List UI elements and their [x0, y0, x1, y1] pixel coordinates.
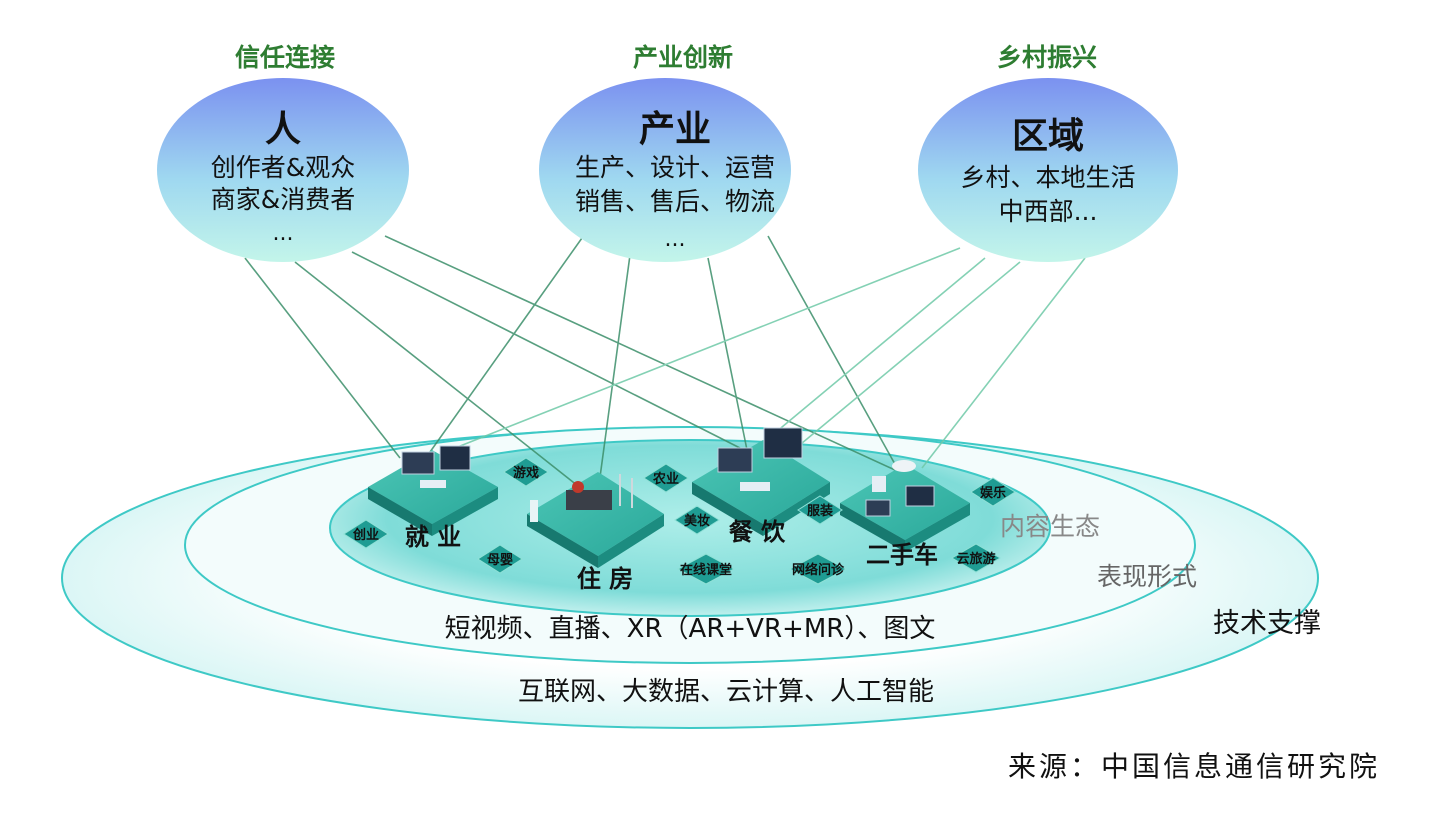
form-text: 短视频、直播、XR（AR+VR+MR）、图文	[445, 614, 936, 644]
connector-line	[449, 247, 961, 451]
bubble-industry-line: ...	[665, 227, 686, 252]
bubble-industry-title: 产业	[639, 109, 711, 150]
bubble-region	[918, 78, 1178, 262]
tag-label: 娱乐	[980, 485, 1006, 501]
bubble-people-line: ...	[273, 221, 294, 246]
bubble-industry-line: 销售、售后、物流	[575, 187, 775, 216]
connector-line	[384, 235, 896, 471]
scene-used-car: 二手车	[866, 541, 938, 569]
tech-text: 互联网、大数据、云计算、人工智能	[518, 677, 934, 707]
connector-line	[767, 235, 897, 467]
connector-line	[429, 237, 583, 453]
bubble-people-line: 创作者&观众	[211, 153, 356, 182]
tag-diamond	[970, 477, 1016, 507]
bubble-region-title: 区域	[1012, 116, 1084, 157]
tag-label: 在线课堂	[680, 562, 732, 578]
platform-employment	[368, 445, 498, 536]
platform-used-car	[840, 460, 970, 552]
tag-label: 农业	[652, 471, 679, 487]
bubble-industry-line: 生产、设计、运营	[575, 153, 775, 182]
scene-housing: 住 房	[577, 565, 633, 593]
tag-diamond	[674, 505, 720, 535]
tag-diamond	[797, 495, 843, 525]
tag-label: 服装	[807, 503, 833, 519]
connector-line	[294, 261, 579, 487]
bubble-people	[157, 78, 409, 262]
tag-diamond	[951, 543, 1001, 573]
tag-label: 云旅游	[956, 551, 995, 567]
connector-line	[351, 251, 741, 449]
platform-dining	[692, 427, 830, 536]
tag-diamond	[676, 553, 736, 585]
tag-diamond	[477, 544, 523, 574]
tag-label: 创业	[352, 527, 379, 543]
scene-dining: 餐 饮	[729, 518, 786, 546]
tag-label: 美妆	[684, 513, 710, 529]
label-rural-revitalization: 乡村振兴	[997, 43, 1097, 72]
label-trust-connection: 信任连接	[235, 43, 335, 72]
layer-form-label: 表现形式	[1097, 562, 1197, 591]
bubble-industry	[539, 78, 791, 262]
bubble-region-line: 乡村、本地生活	[960, 163, 1135, 192]
tag-diamond	[503, 457, 549, 487]
layer-tech-label: 技术支撑	[1213, 608, 1321, 639]
bubble-region-line: 中西部...	[999, 197, 1098, 226]
connector-line	[707, 257, 748, 451]
layer-content-label: 内容生态	[1000, 512, 1100, 541]
tag-diamond	[788, 553, 848, 585]
tag-label: 母婴	[487, 552, 513, 568]
connector-line	[921, 257, 1086, 469]
tag-diamonds	[343, 457, 1016, 585]
connector-lines	[244, 235, 1086, 493]
bubble-people-title: 人	[265, 109, 301, 150]
source-note: 来源：中国信息通信研究院	[1008, 750, 1380, 783]
tag-diamond	[643, 463, 689, 493]
tag-diamond	[343, 519, 389, 549]
connector-line	[759, 261, 1021, 479]
platform-housing	[527, 472, 664, 568]
tag-label: 游戏	[513, 465, 539, 481]
label-industry-innovation: 产业创新	[633, 43, 733, 72]
connector-line	[597, 254, 631, 493]
connector-line	[244, 257, 401, 459]
tag-label: 网络问诊	[792, 562, 845, 578]
scene-employment: 就 业	[405, 523, 461, 551]
bubble-people-line: 商家&消费者	[211, 185, 356, 214]
